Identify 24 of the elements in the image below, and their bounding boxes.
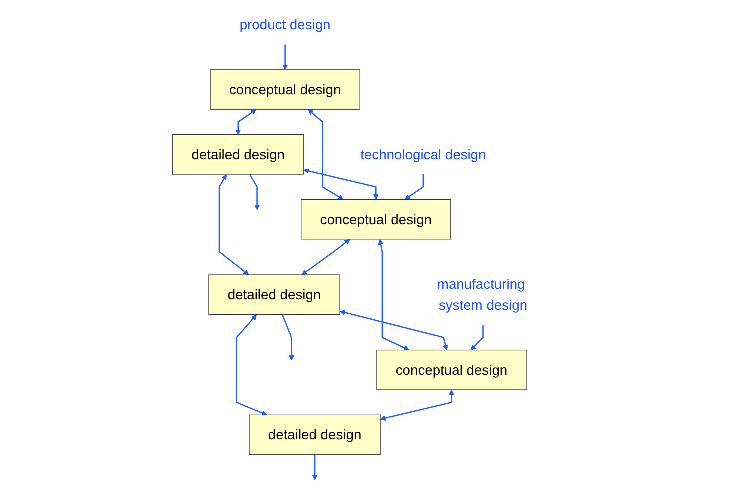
arrow	[340, 310, 448, 351]
arrow	[380, 390, 455, 421]
arrow	[236, 110, 257, 136]
node-box: detailed design	[208, 274, 340, 315]
node-text: product design	[240, 17, 331, 33]
arrow	[308, 110, 344, 200]
arrow	[470, 325, 484, 351]
arrow	[312, 454, 318, 480]
arrow	[404, 174, 424, 200]
arrow	[236, 314, 268, 416]
node-box: conceptual design	[376, 350, 527, 390]
node-box: detailed design	[249, 414, 381, 456]
node-box: conceptual design	[301, 199, 452, 240]
arrow	[304, 168, 379, 200]
arrow	[302, 239, 350, 276]
arrow	[282, 44, 288, 70]
arrow	[249, 174, 260, 210]
arrow	[218, 174, 250, 276]
arrow	[378, 239, 410, 351]
node-text: technological design	[360, 146, 486, 163]
arrow	[282, 314, 294, 361]
node-box: conceptual design	[210, 70, 360, 110]
node-box: detailed design	[172, 134, 304, 175]
node-text: manufacturing system design	[437, 276, 528, 314]
